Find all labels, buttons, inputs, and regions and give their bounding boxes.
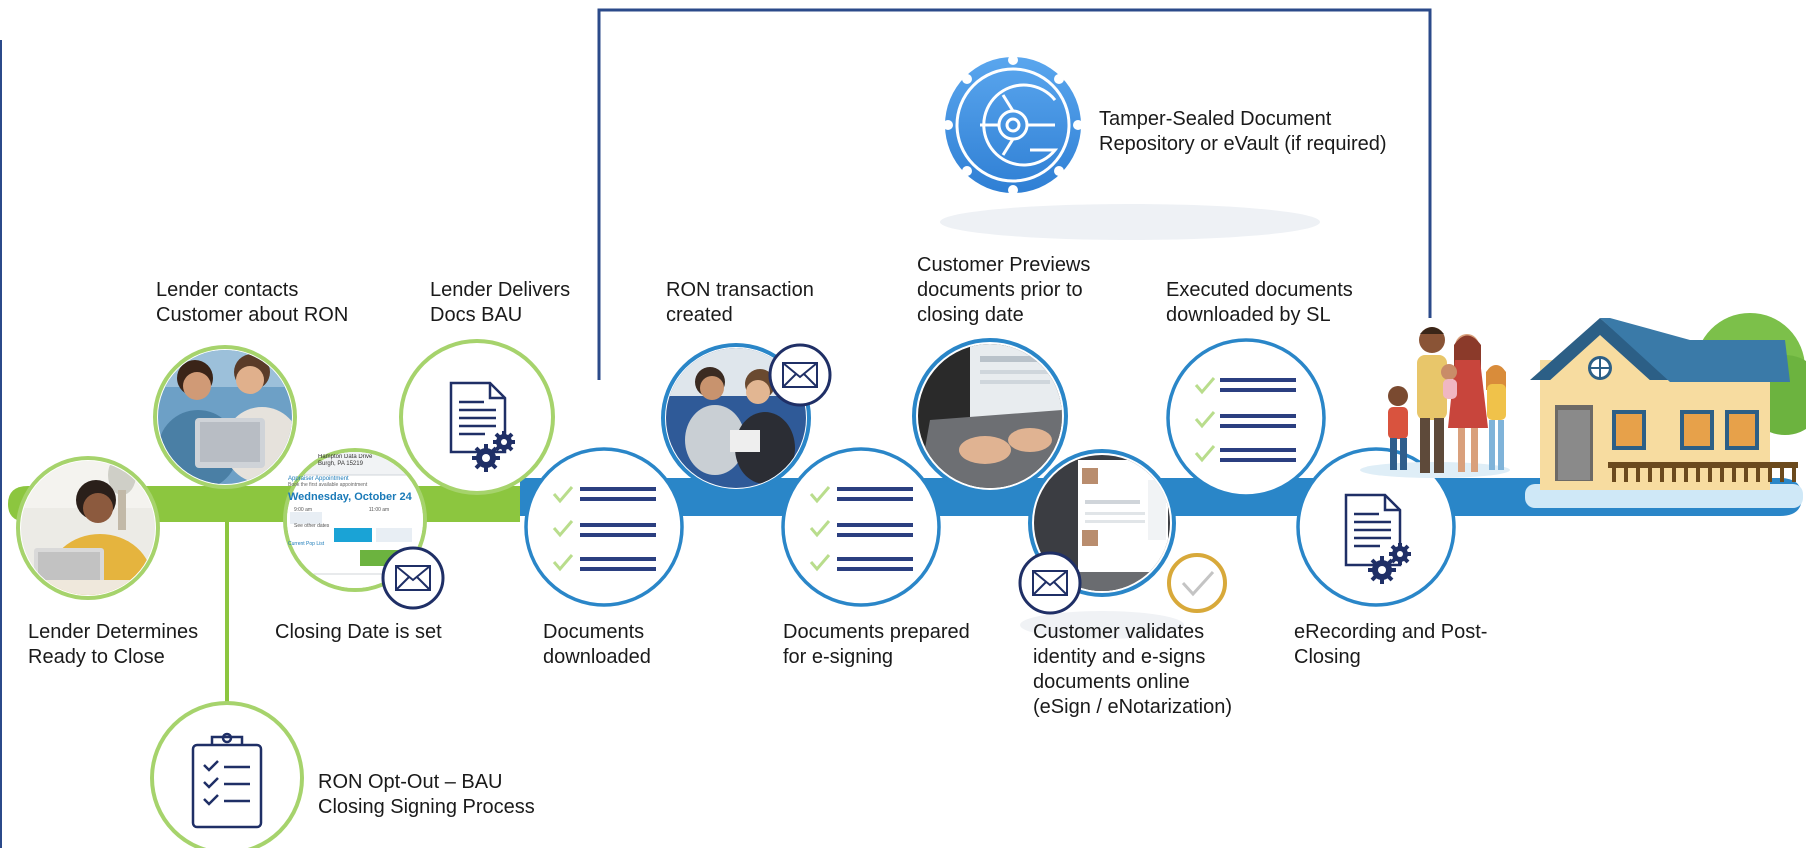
label-customer-previews: Customer Previews documents prior to clo… <box>917 254 1091 326</box>
clipboard-icon <box>191 732 263 829</box>
calendar-address: Hampton Data Drive Burgh, PA 15219 <box>318 454 373 467</box>
calendar-footer: Current Pop List <box>288 541 325 547</box>
tablet-esign-screen <box>1020 449 1184 639</box>
checklist-icon <box>809 486 913 572</box>
evault-shadow <box>940 204 1320 240</box>
label-ron-transaction: RON transaction created <box>666 279 814 326</box>
calendar-date: Wednesday, October 24 <box>288 491 412 503</box>
house-illustration <box>1530 313 1806 490</box>
envelope-icon <box>768 343 832 407</box>
checklist-circle-2 <box>781 447 941 607</box>
label-opt-out: RON Opt-Out – BAU Closing Signing Proces… <box>318 771 535 818</box>
erecording-circle <box>1296 447 1456 607</box>
evault-icon <box>943 55 1083 195</box>
docs-gears-circle <box>399 339 555 495</box>
gears-icon <box>1368 543 1411 584</box>
label-customer-validates: Customer validates identity and e-signs … <box>1033 621 1232 718</box>
checklist-icon <box>552 486 656 572</box>
checklist-circle-1 <box>524 447 684 607</box>
family-illustration <box>1360 327 1510 478</box>
label-documents-downloaded: Documents downloaded <box>543 621 651 668</box>
label-documents-prepared: Documents prepared for e-signing <box>783 621 970 668</box>
label-lender-determines: Lender Determines Ready to Close <box>28 621 199 668</box>
envelope-icon <box>381 546 445 610</box>
photo-hands-laptop <box>912 338 1068 494</box>
calendar-slot[interactable]: 10:00 am <box>329 507 351 513</box>
photo-woman-laptop <box>16 456 160 600</box>
calendar-slots: 9:00 am 10:00 am 11:00 am <box>288 507 416 513</box>
calendar-subheader: Book the first available appointment <box>288 482 368 488</box>
envelope-icon <box>1018 551 1082 615</box>
calendar-slot[interactable]: 11:00 am <box>368 507 390 513</box>
label-executed-documents: Executed documents downloaded by SL <box>1166 279 1353 326</box>
photo-couple-laptop <box>153 345 297 489</box>
label-lender-contacts: Lender contacts Customer about RON <box>156 279 349 326</box>
document-gears-icon <box>1344 493 1402 567</box>
checklist-circle-3 <box>1166 338 1326 498</box>
gears-icon <box>472 431 515 472</box>
calendar-screenshot <box>283 448 427 592</box>
calendar-header: Appraiser Appointment <box>288 476 349 482</box>
opt-out-circle <box>150 701 304 848</box>
label-evault: Tamper-Sealed Document Repository or eVa… <box>1099 108 1387 155</box>
label-lender-delivers: Lender Delivers Docs BAU <box>430 279 571 326</box>
calendar-book-button[interactable]: Book <box>390 523 402 529</box>
label-erecording: eRecording and Post- Closing <box>1294 621 1488 668</box>
check-badge-icon <box>1167 553 1227 613</box>
calendar-other-dates[interactable]: See other dates <box>294 523 330 529</box>
label-closing-date: Closing Date is set <box>275 621 442 643</box>
checklist-icon <box>1194 377 1296 463</box>
document-gears-icon <box>449 381 507 454</box>
calendar-text: Hampton Data Drive Burgh, PA 15219 Appra… <box>288 454 416 582</box>
calendar-slot[interactable]: 9:00 am <box>293 507 313 513</box>
calendar-actions: See other dates Book <box>288 523 416 529</box>
evault-connector-line <box>597 8 1432 380</box>
